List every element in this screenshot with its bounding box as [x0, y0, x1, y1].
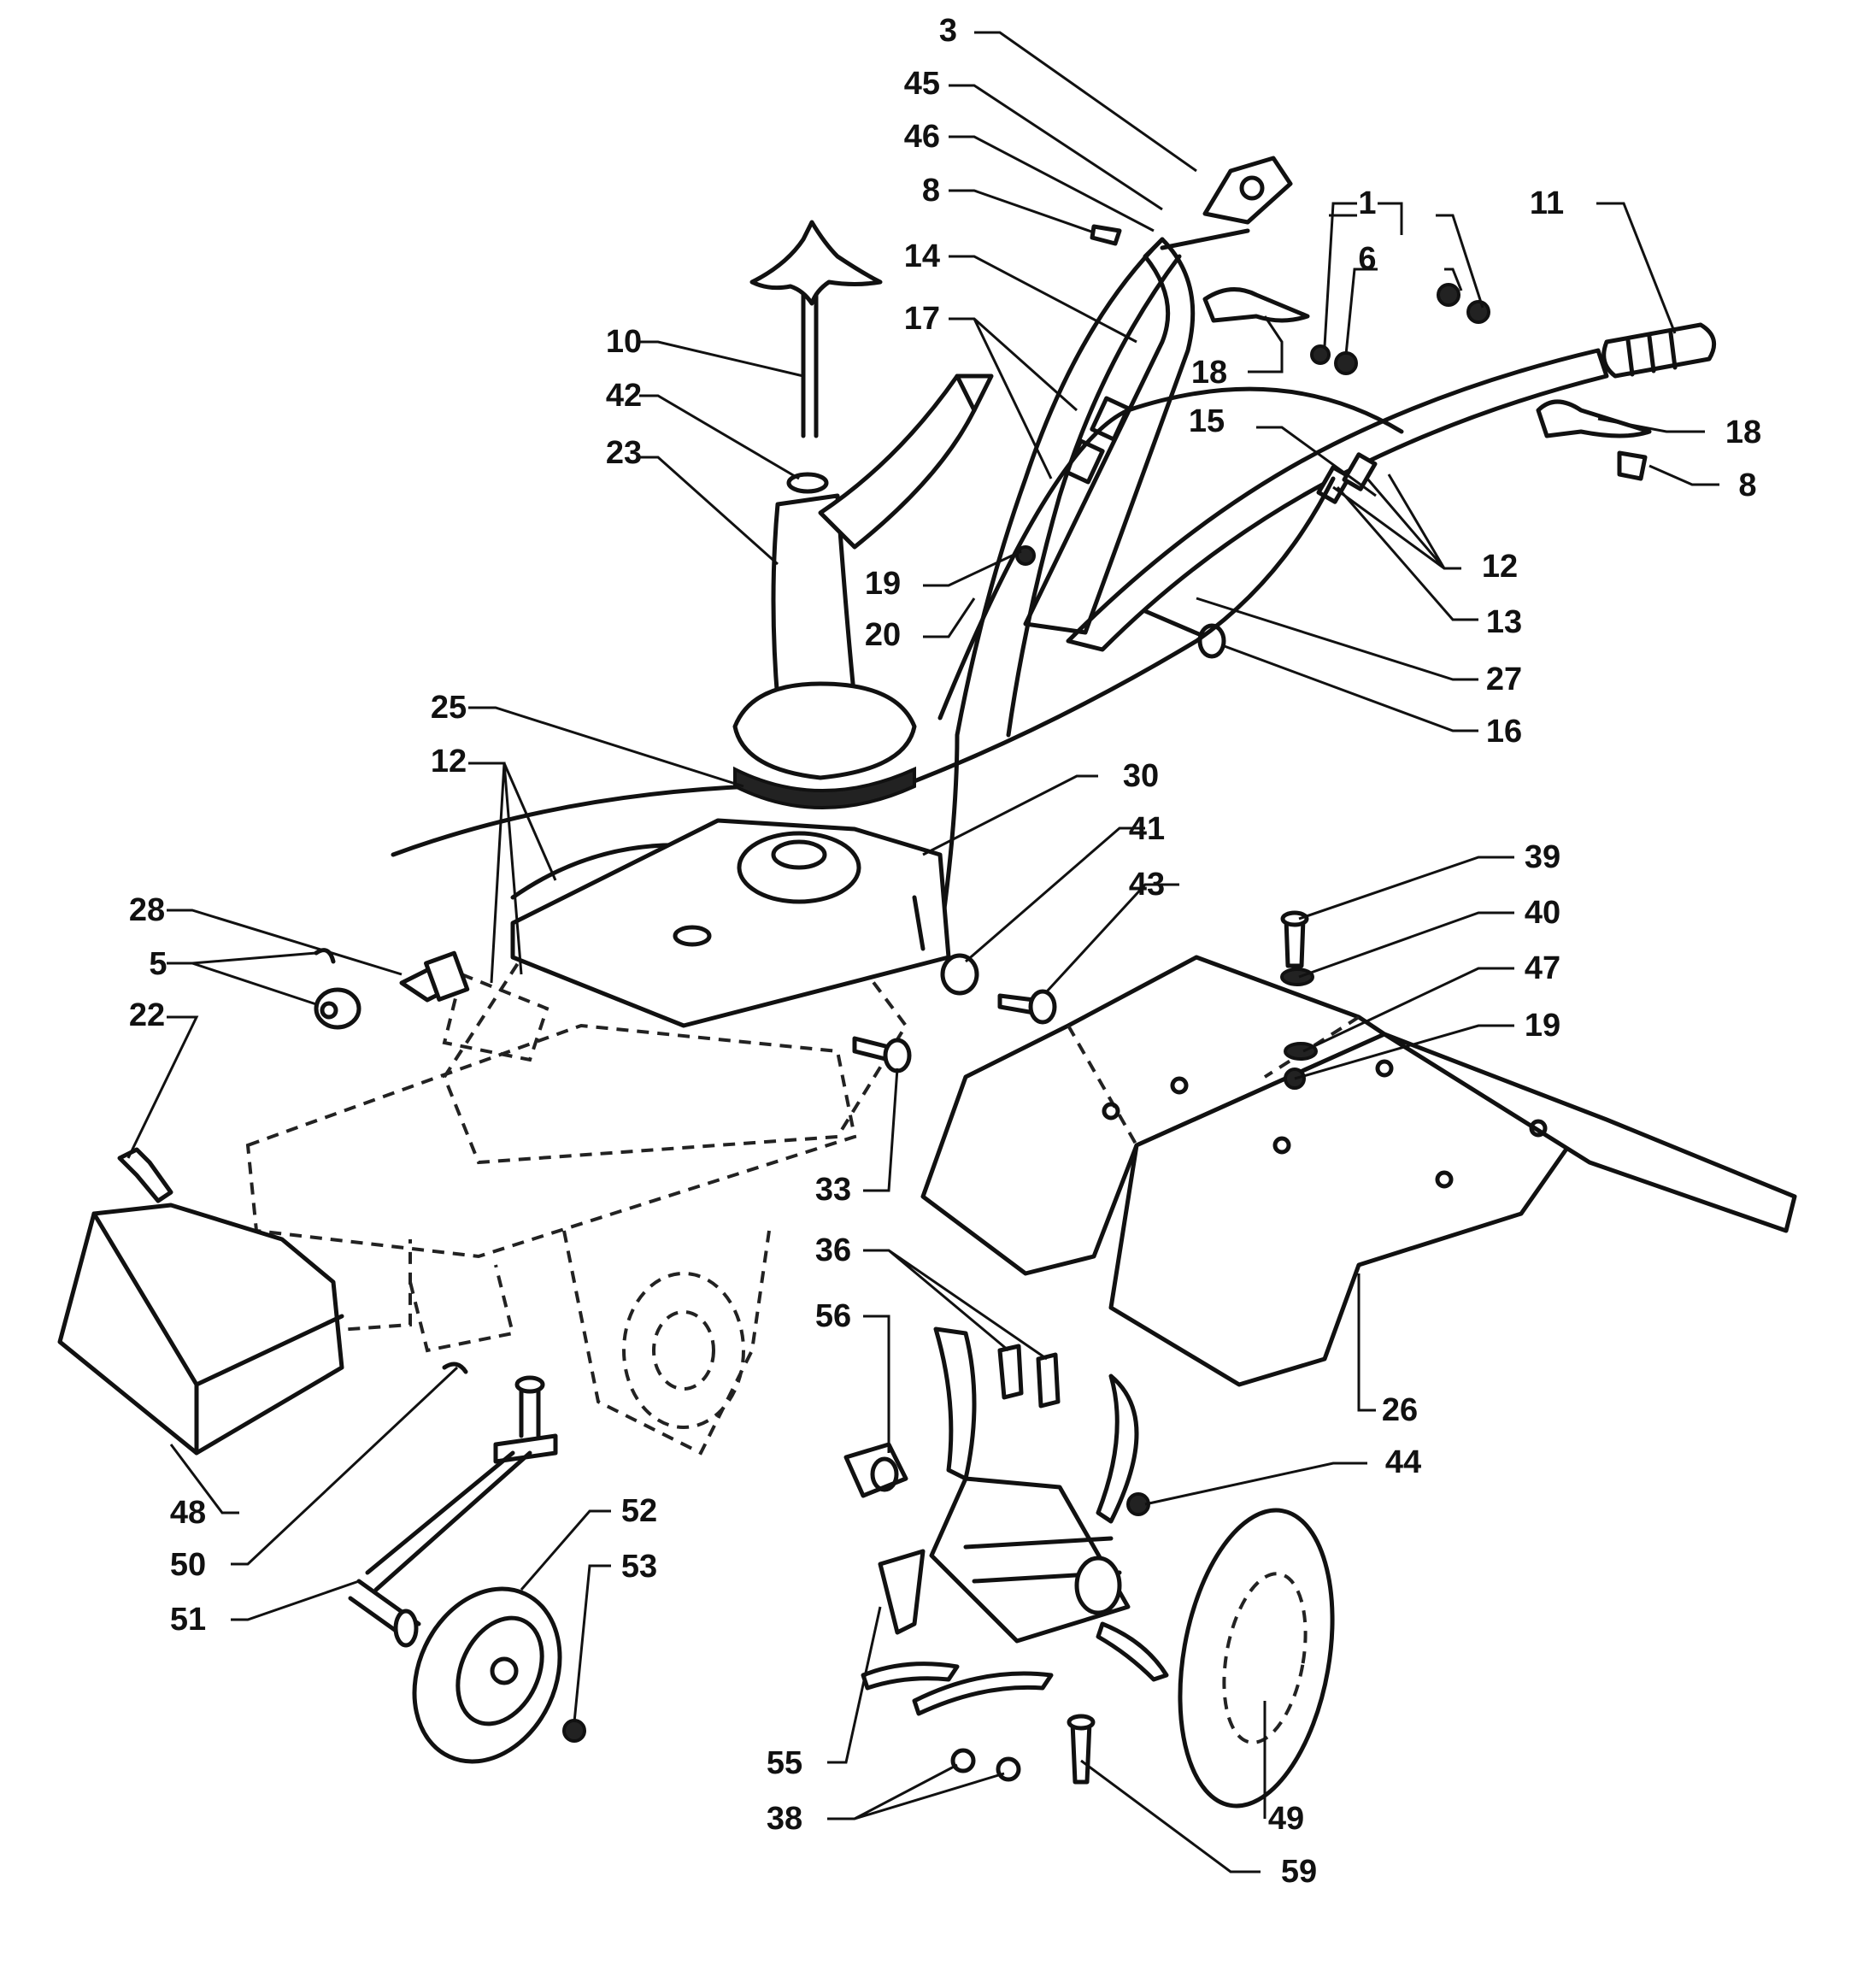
- bolt-8a: [1090, 224, 1122, 246]
- steering-knob-10: [749, 220, 883, 438]
- callout-5: 5: [149, 946, 167, 982]
- steering-column-23: [732, 373, 994, 780]
- callout-11: 11: [1530, 185, 1564, 221]
- callout-16: 16: [1486, 714, 1522, 750]
- callout-30: 30: [1123, 758, 1159, 794]
- bolt-59: [1067, 1714, 1096, 1785]
- callout-47: 47: [1525, 950, 1560, 986]
- callout-50: 50: [170, 1547, 206, 1583]
- callout-20: 20: [865, 617, 901, 653]
- handgrip-11: [1601, 322, 1717, 379]
- callout-labels: 3 45 46 8 14 17 1 6 11 18 15 18 8 12 13 …: [129, 13, 1761, 1890]
- tines-55: [861, 1326, 1169, 1716]
- callout-45: 45: [904, 66, 940, 102]
- callout-1: 1: [1358, 185, 1376, 221]
- callout-13: 13: [1486, 604, 1522, 640]
- throttle-lever-18a: [1202, 287, 1310, 323]
- callout-48: 48: [170, 1495, 206, 1531]
- control-box-3: [1202, 156, 1293, 225]
- gearbox-housing-30: [510, 818, 951, 1028]
- callout-14: 14: [904, 238, 940, 274]
- control-cables: [391, 237, 1404, 943]
- callout-10: 10: [606, 324, 642, 360]
- callout-59: 59: [1281, 1854, 1317, 1890]
- gasket-25: [733, 766, 916, 809]
- nut-19a: [1015, 545, 1036, 566]
- callout-52: 52: [621, 1493, 657, 1529]
- side-disc-49: [1178, 1508, 1335, 1809]
- callout-22: 22: [129, 997, 165, 1033]
- callout-42: 42: [606, 378, 642, 414]
- callout-8-top: 8: [922, 173, 940, 209]
- front-bumper-48: [57, 1203, 344, 1456]
- callout-12-left: 12: [431, 744, 467, 779]
- nuts-1-6: [1310, 283, 1490, 375]
- callout-36: 36: [815, 1232, 851, 1268]
- callout-41: 41: [1129, 811, 1165, 847]
- bolt-8b: [1617, 450, 1648, 481]
- callout-43: 43: [1129, 867, 1165, 903]
- callout-3: 3: [939, 13, 957, 49]
- callout-25: 25: [431, 690, 467, 726]
- callout-51: 51: [170, 1602, 206, 1638]
- leader-lines: [126, 31, 1719, 1873]
- callout-19-left: 19: [865, 566, 901, 602]
- callout-6: 6: [1358, 241, 1376, 277]
- callout-8-right: 8: [1738, 468, 1756, 503]
- washer-41: [940, 953, 979, 996]
- callout-33: 33: [815, 1172, 851, 1208]
- callout-28: 28: [129, 892, 165, 928]
- bolt-33: [852, 1036, 912, 1073]
- wheel-bracket-51: [348, 1375, 558, 1648]
- callout-26: 26: [1382, 1392, 1418, 1428]
- callout-27: 27: [1486, 662, 1522, 697]
- callout-44: 44: [1385, 1444, 1421, 1480]
- spring-pin-50: [442, 1362, 468, 1374]
- callout-46: 46: [904, 119, 940, 155]
- washer-40: [1280, 968, 1314, 986]
- callout-39: 39: [1525, 839, 1560, 875]
- nut-53: [562, 1719, 586, 1743]
- bolt-22: [117, 1147, 173, 1203]
- callout-38: 38: [767, 1801, 802, 1837]
- bolt-43: [997, 989, 1057, 1025]
- front-wheel-52: [412, 1586, 562, 1764]
- bolt-39: [1280, 910, 1309, 968]
- callout-12-right: 12: [1482, 549, 1518, 585]
- callout-49: 49: [1268, 1801, 1304, 1837]
- spacer-5: [314, 987, 361, 1030]
- callout-53: 53: [621, 1549, 657, 1585]
- callout-56: 56: [815, 1298, 851, 1334]
- callout-18-top: 18: [1191, 355, 1227, 391]
- clutch-lever-18b: [1536, 399, 1652, 438]
- callout-55: 55: [767, 1745, 802, 1781]
- callout-19-right: 19: [1525, 1008, 1560, 1044]
- tine-shield-26: [920, 955, 1797, 1387]
- handlebar-right-tube: [1066, 348, 1609, 652]
- callout-23: 23: [606, 435, 642, 471]
- tine-bolts-36: [997, 1344, 1061, 1409]
- nuts-38: [950, 1748, 1021, 1782]
- tine-hub-56: [843, 1442, 908, 1498]
- washer-47: [1284, 1042, 1318, 1061]
- callout-18-right: 18: [1725, 415, 1761, 450]
- callout-17: 17: [904, 301, 940, 337]
- cable-connector-28: [399, 950, 470, 1003]
- callout-15: 15: [1189, 403, 1225, 439]
- callout-40: 40: [1525, 895, 1560, 931]
